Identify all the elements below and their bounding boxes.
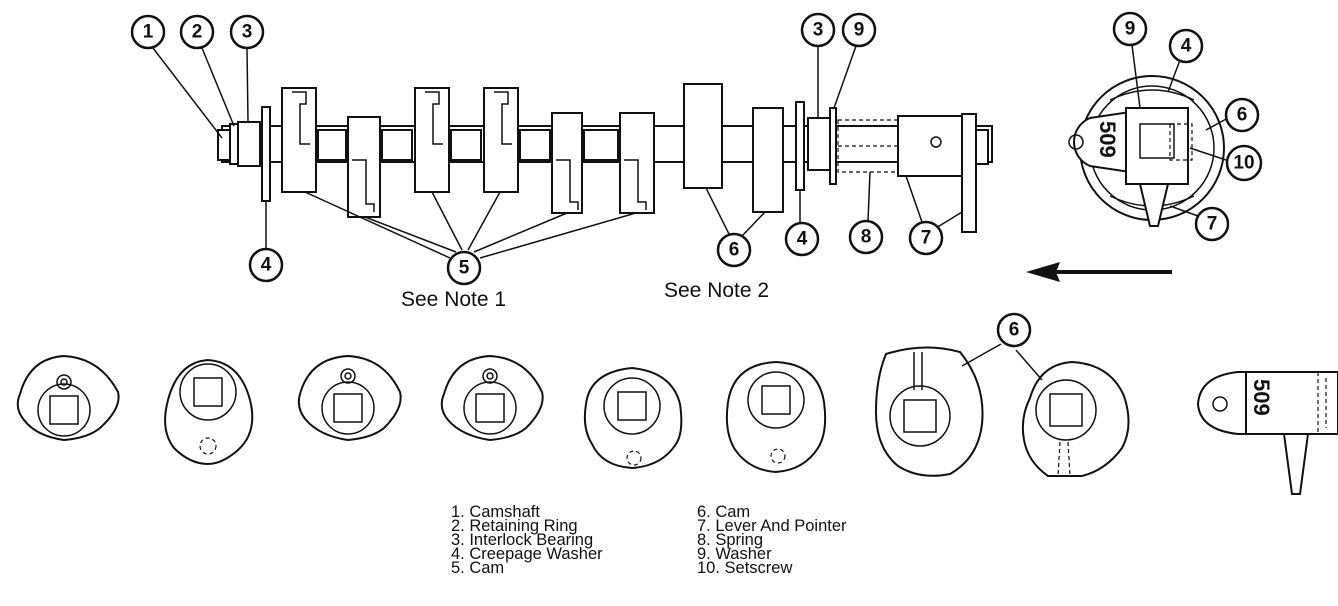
callout-4-end-label: 4 bbox=[1181, 36, 1192, 57]
legend-item: 5. Cam bbox=[451, 559, 505, 577]
callout-5 bbox=[446, 250, 482, 286]
legend-item: 6. Cam bbox=[697, 503, 751, 521]
cam-spacer bbox=[519, 129, 551, 161]
legend-item: 4. Creepage Washer bbox=[451, 545, 603, 563]
lever-side-view: 509 bbox=[1196, 371, 1338, 495]
cam bbox=[347, 116, 381, 218]
cam bbox=[483, 87, 519, 193]
shaft-end-right bbox=[975, 129, 989, 165]
cam-profile bbox=[425, 91, 443, 145]
camshaft-assembly bbox=[217, 83, 993, 233]
lever-side-stamp-509: 509 bbox=[1249, 379, 1274, 416]
note-1: See Note 1 bbox=[401, 288, 506, 311]
callout-4-end bbox=[1168, 28, 1204, 64]
callout-9-end-label: 9 bbox=[1125, 19, 1136, 40]
callout-7 bbox=[908, 220, 944, 256]
legend-item: 10. Setscrew bbox=[697, 559, 793, 577]
cam-6-b bbox=[752, 107, 784, 213]
lever-and-pointer bbox=[897, 115, 965, 177]
cam-6-profile-b bbox=[1021, 360, 1130, 477]
callout-9-end bbox=[1112, 11, 1148, 47]
callout-8-label: 8 bbox=[861, 227, 872, 248]
callout-6-end-label: 6 bbox=[1237, 105, 1248, 126]
cam bbox=[281, 87, 317, 193]
legend-item: 3. Interlock Bearing bbox=[451, 531, 594, 549]
cam-profile-view bbox=[16, 354, 120, 442]
cam bbox=[619, 112, 655, 214]
callout-9-label: 9 bbox=[854, 20, 865, 41]
callout-4-right bbox=[784, 221, 820, 257]
legend-left: 1. Camshaft 2. Retaining Ring 3. Interlo… bbox=[451, 503, 603, 577]
callout-6-end bbox=[1224, 97, 1260, 133]
cam-profile-view bbox=[164, 358, 254, 466]
callout-4-right-label: 4 bbox=[797, 229, 808, 250]
cam-spacer bbox=[381, 129, 413, 161]
callout-7-end bbox=[1194, 206, 1230, 242]
callout-3-right bbox=[800, 12, 836, 48]
cam-6-a bbox=[683, 83, 723, 189]
callout-4 bbox=[248, 247, 284, 283]
callouts-main: 1 2 3 4 5 See Note 1 6 See Note 2 4 8 bbox=[130, 12, 963, 311]
legend-item: 7. Lever And Pointer bbox=[697, 517, 847, 535]
cam bbox=[551, 112, 583, 214]
legend-item: 1. Camshaft bbox=[451, 503, 540, 521]
cam-spacer bbox=[450, 129, 482, 161]
interlock-bearing-left bbox=[237, 121, 261, 167]
lever-stamp-509: 509 bbox=[1095, 121, 1120, 158]
cam-profiles-row: 6 509 bbox=[16, 312, 1338, 495]
note-2: See Note 2 bbox=[664, 279, 769, 302]
lever-block bbox=[1125, 107, 1189, 185]
cam-spacer bbox=[317, 129, 347, 161]
legend-right: 6. Cam 7. Lever And Pointer 8. Spring 9.… bbox=[697, 503, 847, 577]
callout-6-profile-label: 6 bbox=[1009, 320, 1020, 341]
cam-6-profile-a bbox=[874, 346, 984, 477]
callout-3 bbox=[229, 14, 265, 50]
cam-profile-view bbox=[583, 366, 683, 470]
lever-tab bbox=[1073, 110, 1131, 174]
pointer bbox=[1138, 183, 1170, 227]
callout-10-label: 10 bbox=[1233, 153, 1254, 174]
cam bbox=[414, 87, 450, 193]
interlock-bearing-right bbox=[807, 117, 831, 171]
callout-3-right-label: 3 bbox=[813, 20, 824, 41]
cam-group-5 bbox=[281, 87, 655, 218]
callout-1 bbox=[130, 14, 166, 50]
cam-profile bbox=[494, 91, 512, 145]
callout-4-label: 4 bbox=[261, 255, 272, 276]
creepage-washer-left bbox=[261, 106, 271, 202]
callout-7-end-label: 7 bbox=[1207, 214, 1218, 235]
callout-6-profile bbox=[996, 312, 1032, 348]
legend-item: 9. Washer bbox=[697, 545, 772, 563]
cam-profile bbox=[624, 159, 647, 210]
legend-item: 2. Retaining Ring bbox=[451, 517, 578, 535]
legend-item: 8. Spring bbox=[697, 531, 764, 549]
cam-profile bbox=[352, 159, 375, 212]
cam-profile-view bbox=[297, 354, 402, 442]
end-view: 509 9 4 6 10 7 bbox=[1068, 11, 1263, 242]
callout-6-label: 6 bbox=[729, 240, 740, 261]
callout-10 bbox=[1225, 144, 1263, 182]
cam-spacer bbox=[583, 129, 619, 161]
callout-2-label: 2 bbox=[192, 22, 203, 43]
pointer-arm bbox=[961, 113, 977, 233]
callout-8 bbox=[848, 219, 884, 255]
creepage-washer-right bbox=[795, 101, 805, 191]
callout-5-label: 5 bbox=[459, 258, 470, 279]
lever-hole bbox=[930, 136, 942, 148]
direction-arrow bbox=[1026, 262, 1172, 282]
cam-profile-view bbox=[725, 360, 827, 474]
callout-3-label: 3 bbox=[242, 22, 253, 43]
cam-profile bbox=[556, 159, 579, 210]
callout-2 bbox=[179, 14, 215, 50]
cam-profile-view bbox=[440, 354, 544, 442]
washer-9 bbox=[829, 107, 837, 185]
cam-profile bbox=[292, 91, 310, 145]
callout-1-label: 1 bbox=[143, 22, 154, 43]
callout-9 bbox=[841, 12, 877, 48]
callout-7-label: 7 bbox=[921, 228, 932, 249]
callout-6 bbox=[716, 232, 752, 268]
